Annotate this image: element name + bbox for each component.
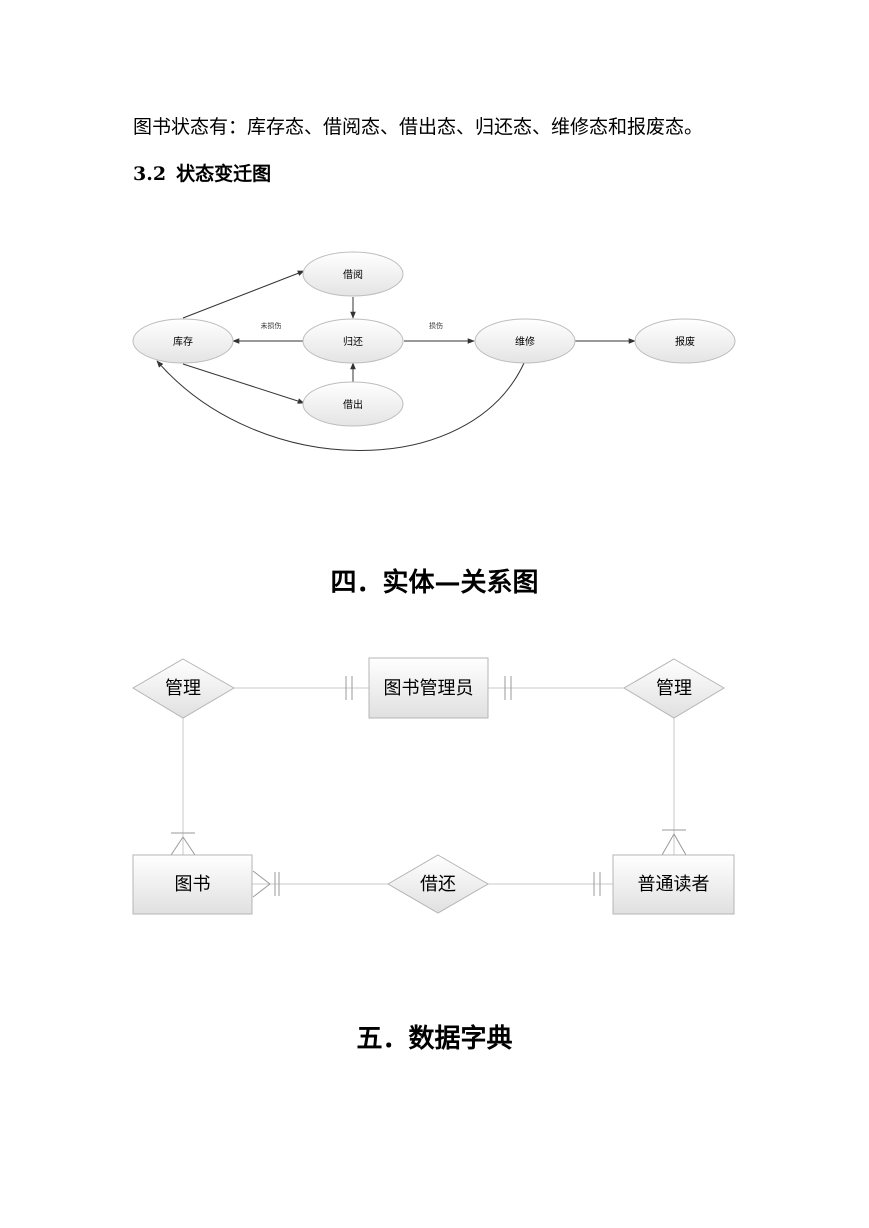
state-label-repair: 维修 [515,335,535,348]
er-diagram: 图书管理员 图书 普通读者 管理 管理 借还 [132,657,735,915]
state-label-return: 归还 [343,335,363,348]
entity-librarian-label: 图书管理员 [384,678,474,699]
edge-inventory-to-borrowread [182,270,305,319]
state-node-inventory [132,318,234,364]
relationship-manage-right [623,658,725,719]
state-diagram: 未损伤 损伤 库存 借阅 归还 借出 维修 报废 [132,251,736,451]
relationship-manage-left [132,658,235,719]
entity-librarian [368,657,489,719]
relationship-borrow-return [387,854,489,914]
subsection-number: 3.2 [133,163,167,185]
entity-book [132,854,253,915]
section-4-title: 四．实体—关系图 [330,568,539,598]
entity-reader [612,854,735,915]
state-label-borrow-read: 借阅 [343,268,363,281]
edge-label-not-damaged: 未损伤 [261,321,282,330]
state-label-scrap: 报废 [675,335,695,348]
section-5-title: 五．数据字典 [356,1024,513,1054]
edge-inventory-to-lendout [182,363,305,404]
edge-label-damaged: 损伤 [429,321,443,330]
relationship-manage-right-label: 管理 [656,678,692,699]
state-node-lend-out [302,381,404,427]
subsection-title: 状态变迁图 [176,163,272,185]
state-node-repair [474,318,576,364]
state-label-inventory: 库存 [173,335,193,348]
state-node-return [302,318,404,364]
intro-paragraph: 图书状态有：库存态、借阅态、借出态、归还态、维修态和报废态。 [133,116,704,138]
relationship-manage-left-label: 管理 [165,678,201,699]
edge-repair-to-inventory [156,360,525,451]
subsection-heading: 3.2 状态变迁图 [133,160,271,188]
entity-reader-label: 普通读者 [638,874,710,895]
entity-book-label: 图书 [175,874,211,895]
state-label-lend-out: 借出 [343,398,363,411]
relationship-borrow-return-label: 借还 [420,874,456,895]
state-node-borrow-read [302,251,404,297]
er-cardinality-marks [170,676,687,898]
state-node-scrap [634,318,736,364]
